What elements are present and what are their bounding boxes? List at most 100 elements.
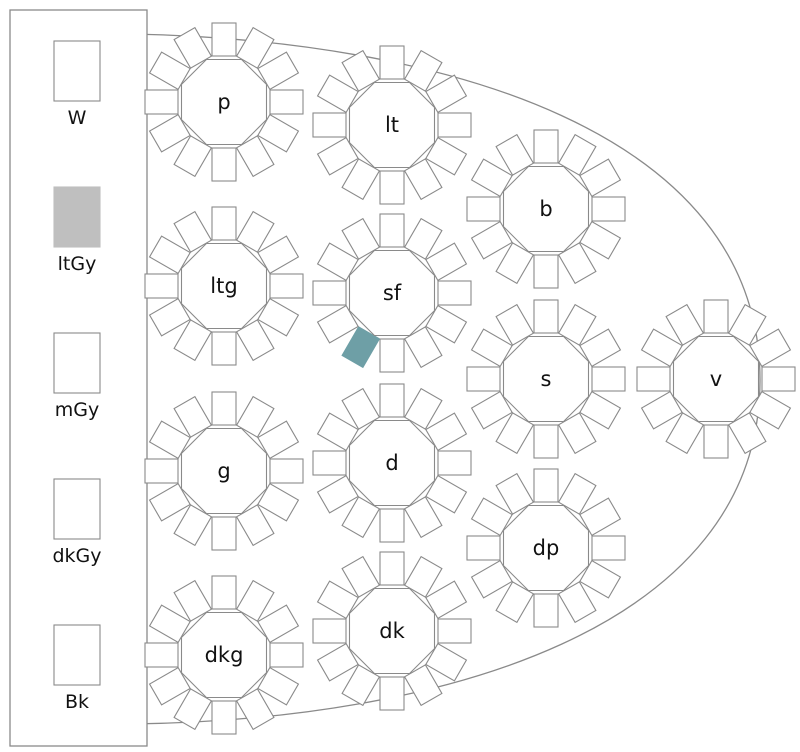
- table-top[interactable]: [502, 165, 590, 253]
- seat[interactable]: [557, 303, 597, 346]
- table-top[interactable]: [180, 242, 268, 330]
- seat[interactable]: [173, 688, 213, 731]
- seat[interactable]: [211, 700, 237, 735]
- table-ltg[interactable]: ltg: [144, 206, 304, 366]
- seat[interactable]: [591, 196, 626, 222]
- table-sf[interactable]: sf: [312, 213, 472, 373]
- seat[interactable]: [761, 366, 796, 392]
- legend-item-w[interactable]: W: [53, 40, 101, 129]
- seat[interactable]: [403, 555, 443, 598]
- seat[interactable]: [727, 412, 767, 455]
- seat[interactable]: [173, 395, 213, 438]
- seat[interactable]: [235, 210, 275, 253]
- seat[interactable]: [425, 136, 468, 176]
- seat[interactable]: [148, 297, 191, 337]
- table-p[interactable]: p: [144, 22, 304, 182]
- seat[interactable]: [591, 535, 626, 561]
- seat[interactable]: [211, 147, 237, 182]
- table-top[interactable]: [672, 335, 760, 423]
- seat[interactable]: [257, 235, 300, 275]
- seat[interactable]: [148, 113, 191, 153]
- seat[interactable]: [211, 516, 237, 551]
- seat[interactable]: [425, 304, 468, 344]
- seat[interactable]: [533, 468, 559, 503]
- table-b[interactable]: b: [466, 129, 626, 289]
- seat[interactable]: [557, 133, 597, 176]
- table-top[interactable]: [348, 81, 436, 169]
- seat[interactable]: [257, 51, 300, 91]
- legend-item-ltgy[interactable]: ltGy: [53, 186, 101, 275]
- seat[interactable]: [495, 472, 535, 515]
- seat[interactable]: [495, 242, 535, 285]
- seat[interactable]: [533, 254, 559, 289]
- seat[interactable]: [341, 158, 381, 201]
- seat[interactable]: [403, 496, 443, 539]
- seat[interactable]: [466, 366, 501, 392]
- seat[interactable]: [257, 420, 300, 460]
- seat[interactable]: [557, 472, 597, 515]
- seat[interactable]: [437, 450, 472, 476]
- seat[interactable]: [257, 604, 300, 644]
- seat[interactable]: [557, 581, 597, 624]
- seat[interactable]: [470, 158, 513, 198]
- seat[interactable]: [312, 280, 347, 306]
- seat[interactable]: [269, 642, 304, 668]
- seat[interactable]: [425, 580, 468, 620]
- seat[interactable]: [466, 535, 501, 561]
- seat[interactable]: [470, 390, 513, 430]
- seat[interactable]: [425, 474, 468, 514]
- seat[interactable]: [425, 642, 468, 682]
- seat[interactable]: [636, 366, 671, 392]
- seat[interactable]: [533, 299, 559, 334]
- seat[interactable]: [425, 412, 468, 452]
- seat[interactable]: [341, 49, 381, 92]
- seat[interactable]: [173, 26, 213, 69]
- seat[interactable]: [379, 338, 405, 373]
- seat[interactable]: [148, 482, 191, 522]
- table-s[interactable]: s: [466, 299, 626, 459]
- seat[interactable]: [341, 664, 381, 707]
- seat[interactable]: [341, 496, 381, 539]
- seat[interactable]: [235, 135, 275, 178]
- seat[interactable]: [533, 129, 559, 164]
- seat[interactable]: [379, 676, 405, 711]
- seat[interactable]: [173, 210, 213, 253]
- seat[interactable]: [235, 504, 275, 547]
- seat[interactable]: [316, 474, 359, 514]
- seat[interactable]: [341, 555, 381, 598]
- seat[interactable]: [316, 74, 359, 114]
- legend-swatch-w[interactable]: [53, 40, 101, 102]
- seat[interactable]: [379, 551, 405, 586]
- seat[interactable]: [437, 112, 472, 138]
- seat[interactable]: [403, 664, 443, 707]
- seat[interactable]: [495, 133, 535, 176]
- legend-swatch-bk[interactable]: [53, 624, 101, 686]
- table-top[interactable]: [348, 249, 436, 337]
- seat[interactable]: [316, 580, 359, 620]
- seat[interactable]: [269, 89, 304, 115]
- seat[interactable]: [665, 412, 705, 455]
- seat[interactable]: [579, 390, 622, 430]
- seat[interactable]: [144, 642, 179, 668]
- seat[interactable]: [312, 450, 347, 476]
- table-dkg[interactable]: dkg: [144, 575, 304, 735]
- seat[interactable]: [403, 49, 443, 92]
- seat[interactable]: [403, 326, 443, 369]
- table-top[interactable]: [348, 419, 436, 507]
- seat[interactable]: [341, 387, 381, 430]
- table-top[interactable]: [502, 335, 590, 423]
- seat[interactable]: [557, 412, 597, 455]
- table-v[interactable]: v: [636, 299, 796, 459]
- seat[interactable]: [703, 424, 729, 459]
- seat[interactable]: [312, 618, 347, 644]
- seat[interactable]: [640, 390, 683, 430]
- seat[interactable]: [235, 579, 275, 622]
- seat[interactable]: [665, 303, 705, 346]
- seat[interactable]: [379, 170, 405, 205]
- seat[interactable]: [470, 497, 513, 537]
- seat[interactable]: [727, 303, 767, 346]
- table-top[interactable]: [180, 611, 268, 699]
- seat[interactable]: [341, 217, 381, 260]
- table-top[interactable]: [502, 504, 590, 592]
- seat[interactable]: [316, 412, 359, 452]
